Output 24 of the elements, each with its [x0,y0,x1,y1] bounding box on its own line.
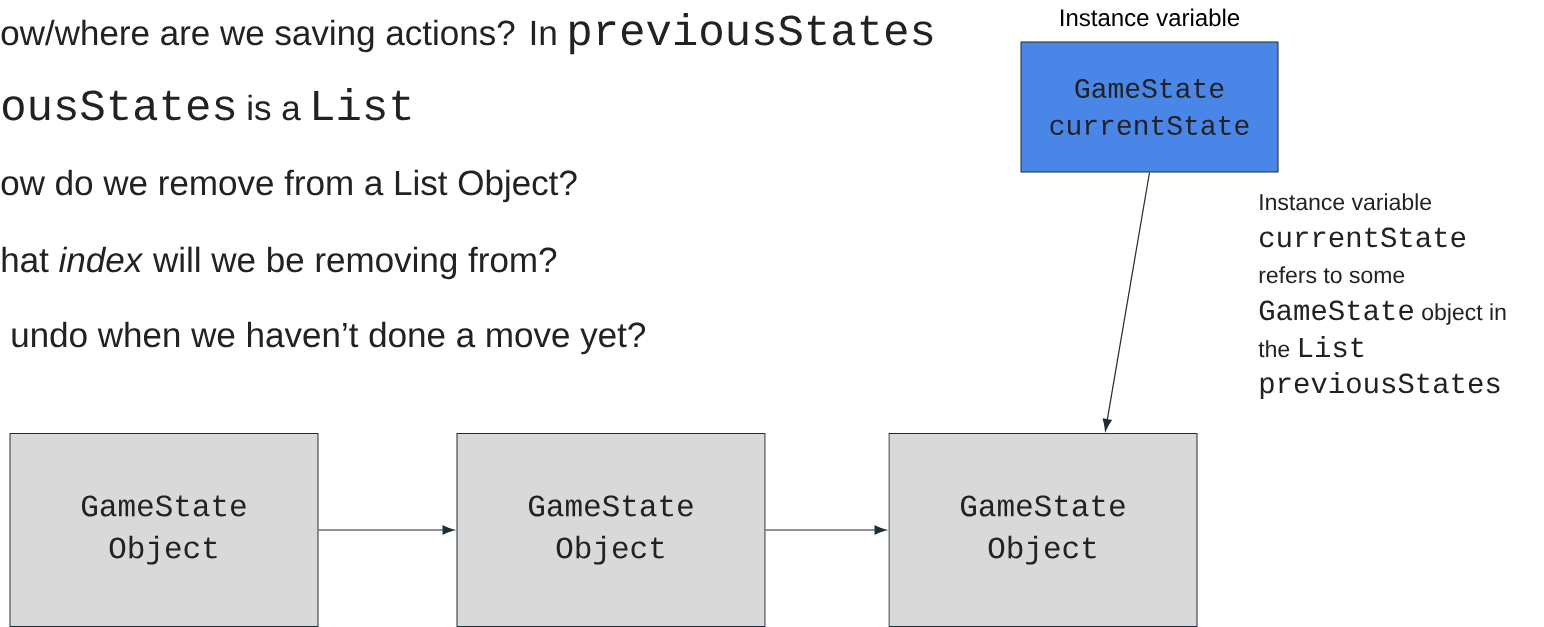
bullet-text: is a [248,94,301,121]
bullet-text: ousStates [3,90,235,121]
object-box: GameState Object [888,433,1198,627]
bullet-text: previousStates [570,13,933,55]
note-text: List [1299,336,1364,358]
note-text: object in [1422,303,1506,325]
note-text: the [1258,340,1290,358]
bullet-text: ow/where are we saving actions? In [1,19,556,53]
note-text: currentState [1260,227,1466,248]
heading-text: Instance variable [1061,8,1240,27]
note-text: GameState [1259,300,1413,321]
note-text: refers to some [1259,266,1405,284]
bullet-text: List [314,88,411,121]
note-text: Instance variable [1260,193,1432,211]
arrow [317,525,455,535]
bullet-text: ow do we remove from a List Object? [1,169,577,203]
object-box: GameState currentState [1020,41,1279,173]
bullet-text: undo when we haven’t done a move yet? [12,321,646,355]
object-box: GameState Object [456,433,766,627]
note-text: previousStates [1260,372,1500,400]
arrow [764,525,887,535]
arrow [1102,171,1151,432]
object-box: GameState Object [9,433,319,627]
bullet-text: hat index will we be removing from? [2,246,557,280]
